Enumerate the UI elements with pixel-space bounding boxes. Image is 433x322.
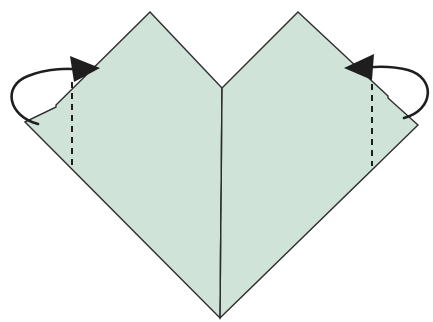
right-paper-flap [220, 12, 418, 318]
left-paper-flap [25, 12, 222, 318]
